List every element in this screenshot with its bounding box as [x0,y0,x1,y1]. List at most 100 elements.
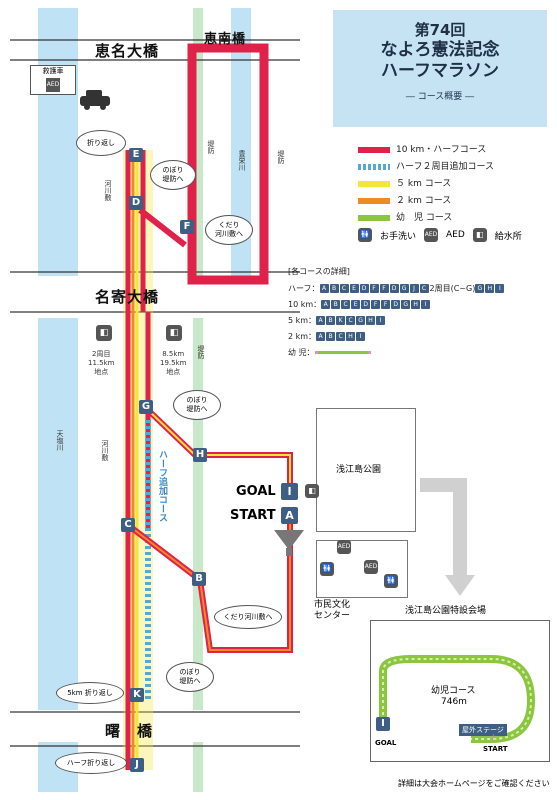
legend-swatch-kids [358,214,390,221]
ambulance-label: 救護車 [42,67,64,75]
route-mark: D [391,300,401,309]
checkpoint-j: J [130,758,144,772]
river-tenshio-label: 天塩川 [56,430,64,451]
bubble-kudari-2: くだり河川敷へ [214,605,282,629]
route-mark: C [346,316,356,325]
kids-venue-title: 浅江島公園特設会場 [405,606,487,616]
route-mark: A [316,332,326,341]
half-extra-label: ハーフ追加コース [157,450,167,522]
start-funnel-icon [274,530,304,556]
kids-course-path [379,655,536,743]
river-tenshio [38,318,78,710]
route-mark: G [399,284,409,293]
toilet-icon-center-1: 🚻 [320,562,334,576]
legend-swatch-half [358,163,390,170]
embank-label-1: 堤防 [207,140,215,154]
toilet-icon: 🚻 [358,228,372,242]
title-subtitle: ― コース概要 ― [405,92,475,102]
bubble-nobori-2: のぼり 堤防へ [173,390,221,420]
route-mark: K [336,316,346,325]
details-kids: 幼 児： [288,347,371,358]
checkpoint-e: E [129,148,143,162]
aed-icon-legend: AED [424,228,439,242]
water-icon-goal: ◧ [305,484,319,498]
legend-swatch-2km [358,197,390,204]
riverbed-left-label: 河川敷 [101,440,109,461]
legend-swatch-5km [358,180,390,187]
bubble-half-turn: ハーフ折り返し [55,752,127,774]
route-mark: I [376,316,386,325]
water-station-right-icon: ◧ [166,325,182,341]
route-mark: C [339,284,349,293]
footer-note: 詳細は大会ホームページをご確認ください [398,779,550,788]
culture-center-label: 市民文化 センター [314,600,351,621]
aed-icon-center-2: AED [364,560,378,574]
ambulance-aed: 救護車 AED [30,65,76,95]
facility-toilet-label: お手洗い [380,231,417,242]
bubble-nobori-1: のぼり 堤防へ [150,160,196,190]
title-line2: なよろ憲法記念 [380,40,500,60]
route-mark: C [336,332,346,341]
bubble-nobori-3: のぼり 堤防へ [166,662,214,692]
riverbed-top-label: 河川敷 [104,180,112,201]
start-label: START [230,508,276,523]
kids-start-label: START [483,745,508,753]
route-mark: I [421,300,431,309]
route-mark: A [316,316,326,325]
legend-5km: ５ km コース [358,176,451,189]
bridge-nayoro: 名寄大橋 [95,288,160,306]
route-mark: D [361,300,371,309]
water-station-left-text: 2周目 11.5km 地点 [88,350,115,376]
details-heading: [各コースの詳細] [288,267,350,276]
route-mark: F [381,300,391,309]
facility-water-label: 給水所 [494,231,522,242]
legend-2km: ２ km コース [358,193,451,206]
legend-10km: 10 km・ハーフコース [358,142,486,155]
route-mark: H [366,316,376,325]
river-top-left [38,8,78,276]
route-mark: F [371,300,381,309]
water-station-right-text: 8.5km 19.5km 地点 [160,350,187,376]
bridge-akebono: 曙 橋 [105,722,154,740]
bubble-kudari-1: くだり 河川敷へ [205,215,253,245]
embank-label-2: 堤防 [277,150,285,164]
route-mark: G [356,316,366,325]
bubble-5km-turn: 5km 折り返し [56,682,124,704]
route-mark: E [351,300,361,309]
kids-course-distance: 746m [441,697,467,707]
kids-inset: 幼児コース 746m 屋外ステージ I GOAL ☆ START [370,620,550,762]
checkpoint-b: B [192,572,206,586]
route-mark: B [329,284,339,293]
route-mark: I [495,284,505,293]
embank-mid [193,318,203,710]
kids-course-label: 幼児コース [431,686,476,696]
legend-half-extra: ハーフ２周目追加コース [358,159,494,172]
route-mark: H [485,284,495,293]
kids-star-icon: ☆ [489,733,498,744]
bubble-turnaround-top: 折り返し [76,130,126,156]
route-mark: A [321,300,331,309]
title-line1: 第74回 [414,21,466,39]
river-toei-label: 豊栄川 [238,150,246,171]
embank-bottom [193,742,203,792]
bridge-enan: 恵南橋 [204,32,247,47]
route-mark: B [326,332,336,341]
aed-icon-center: AED [337,540,351,554]
route-mark: D [389,284,399,293]
kids-goal-label: GOAL [375,739,397,747]
route-mark: A [319,284,329,293]
route-mark: J [409,284,419,293]
checkpoint-a: A [281,507,298,524]
title-box: 第74回 なよろ憲法記念 ハーフマラソン ― コース概要 ― [333,10,547,127]
route-mark: E [349,284,359,293]
route-mark: G [475,284,485,293]
route-mark: H [411,300,421,309]
toilet-icon-center-2: 🚻 [384,574,398,588]
